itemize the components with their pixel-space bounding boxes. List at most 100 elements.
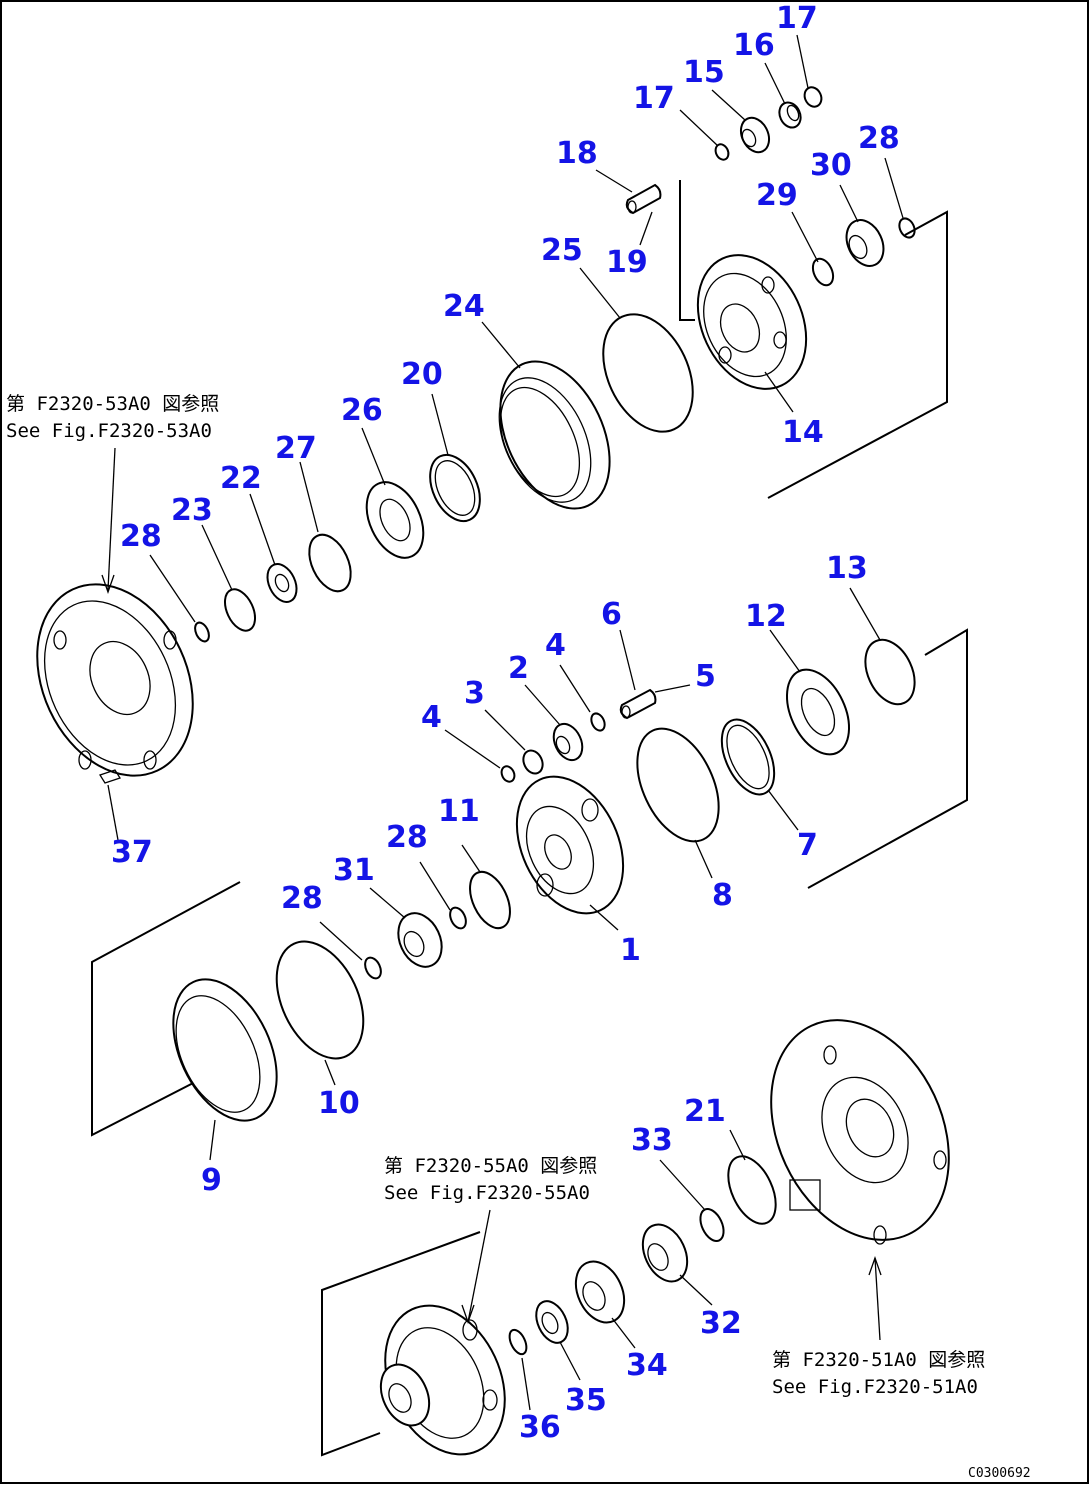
drawing-code: C0300692 xyxy=(968,1466,1031,1481)
callout-16: 16 xyxy=(733,28,775,63)
part-11-snap-ring xyxy=(469,870,511,930)
callout-4-upper: 4 xyxy=(545,628,566,663)
lower-carrier-assembly xyxy=(379,1304,506,1456)
ref-top-left-en: See Fig.F2320-53A0 xyxy=(6,420,212,442)
callout-28-mid: 28 xyxy=(386,820,428,855)
callout-21: 21 xyxy=(684,1094,726,1129)
part-9-ring-gear xyxy=(172,978,278,1122)
part-18-pin xyxy=(625,183,662,215)
part-32-bearing xyxy=(641,1223,689,1283)
ref-bottom-mid-jp: 第 F2320-55A0 図参照 xyxy=(384,1155,597,1177)
callout-6: 6 xyxy=(601,597,622,632)
callout-27: 27 xyxy=(275,431,317,466)
part-8-o-ring xyxy=(636,727,720,843)
part-27-snap-ring xyxy=(308,533,352,593)
part-4-right-snap-ring xyxy=(590,712,606,732)
part-28-left-ring xyxy=(194,621,210,643)
callout-9: 9 xyxy=(201,1163,222,1198)
part-21-snap-ring xyxy=(727,1155,777,1225)
callout-35: 35 xyxy=(565,1383,607,1418)
housing-left xyxy=(36,583,194,777)
callout-17-top: 17 xyxy=(776,1,818,36)
callout-12: 12 xyxy=(745,599,787,634)
callout-18: 18 xyxy=(556,136,598,171)
housing-right xyxy=(770,1019,950,1245)
part-28-upper-ring xyxy=(898,217,916,239)
callout-2: 2 xyxy=(508,651,529,686)
leader-lines xyxy=(101,34,904,1411)
upper-assembly-frame xyxy=(679,180,948,499)
callout-10: 10 xyxy=(318,1086,360,1121)
callout-31: 31 xyxy=(333,853,375,888)
callout-37: 37 xyxy=(111,835,153,870)
part-13-snap-ring xyxy=(864,638,916,706)
callout-8: 8 xyxy=(712,878,733,913)
part-17-upper-snap-ring xyxy=(803,86,823,108)
callout-19: 19 xyxy=(606,245,648,280)
callout-28-left: 28 xyxy=(120,519,162,554)
callout-11: 11 xyxy=(438,794,480,829)
callout-4-lower: 4 xyxy=(421,700,442,735)
part-16-needle-bearing xyxy=(778,101,802,129)
part-35-collar xyxy=(535,1300,569,1344)
part-10-o-ring xyxy=(275,940,365,1060)
ref-bottom-mid-en: See Fig.F2320-55A0 xyxy=(384,1182,590,1204)
part-14-carrier xyxy=(696,254,808,390)
ref-top-left-jp: 第 F2320-53A0 図参照 xyxy=(6,393,219,415)
callout-28-lower: 28 xyxy=(281,881,323,916)
part-6-shaft xyxy=(619,688,657,720)
part-4-left-snap-ring xyxy=(500,765,516,783)
callout-29: 29 xyxy=(756,178,798,213)
part-17-lower-snap-ring xyxy=(714,143,730,161)
callout-26: 26 xyxy=(341,393,383,428)
lower-assembly-frame xyxy=(321,1231,481,1457)
part-37-bolt xyxy=(99,769,121,784)
middle-assembly-frame xyxy=(91,628,968,1137)
part-31-bearing xyxy=(397,912,443,968)
part-25-o-ring xyxy=(602,313,694,433)
part-28-middle-lower-ring xyxy=(364,956,382,980)
part-7-ring xyxy=(720,718,776,796)
callout-17-mid: 17 xyxy=(633,81,675,116)
part-15-gear xyxy=(739,116,771,154)
part-26-plate xyxy=(365,481,425,559)
callout-33: 33 xyxy=(631,1123,673,1158)
callout-numbers: 17 16 17 15 18 28 30 29 19 25 24 20 14 2… xyxy=(111,1,900,1445)
callout-20: 20 xyxy=(401,357,443,392)
part-3-needle-bearing xyxy=(522,749,544,775)
callout-34: 34 xyxy=(626,1348,668,1383)
part-2-gear xyxy=(552,722,584,762)
part-33-snap-ring xyxy=(699,1208,725,1242)
callout-5: 5 xyxy=(695,659,716,694)
callout-7: 7 xyxy=(797,828,818,863)
part-22-washer xyxy=(266,563,298,603)
callout-24: 24 xyxy=(443,289,485,324)
callout-28-top: 28 xyxy=(858,121,900,156)
part-24-ring-gear xyxy=(498,360,611,510)
part-30-bearing xyxy=(845,219,885,267)
part-36-snap-ring xyxy=(508,1328,528,1356)
part-23-snap-ring xyxy=(223,588,257,632)
callout-22: 22 xyxy=(220,461,262,496)
callout-3: 3 xyxy=(464,676,485,711)
part-29-spacer xyxy=(811,257,835,287)
callout-14: 14 xyxy=(782,415,824,450)
ref-bottom-right-en: See Fig.F2320-51A0 xyxy=(772,1376,978,1398)
ref-bottom-right-jp: 第 F2320-51A0 図参照 xyxy=(772,1349,985,1371)
callout-36: 36 xyxy=(519,1410,561,1445)
part-34-bearing xyxy=(574,1260,626,1324)
part-28-middle-upper-ring xyxy=(449,906,467,930)
part-12-bearing-plate xyxy=(786,668,850,756)
callout-1: 1 xyxy=(620,933,641,968)
callout-32: 32 xyxy=(700,1306,742,1341)
reference-notes: 第 F2320-53A0 図参照 See Fig.F2320-53A0 第 F2… xyxy=(6,393,985,1398)
callout-25: 25 xyxy=(541,233,583,268)
part-1-carrier xyxy=(515,775,625,915)
callout-23: 23 xyxy=(171,493,213,528)
callout-30: 30 xyxy=(810,148,852,183)
callout-13: 13 xyxy=(826,551,868,586)
callout-15: 15 xyxy=(683,55,725,90)
part-20-ring xyxy=(429,453,481,523)
